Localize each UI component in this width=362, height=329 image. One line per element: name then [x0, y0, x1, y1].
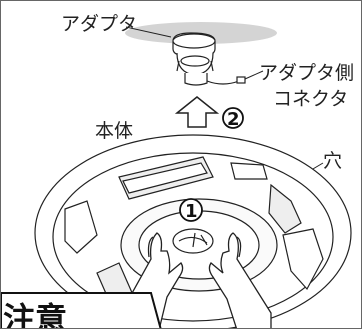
step-2-number: 2	[227, 109, 240, 130]
caution-box	[1, 292, 162, 328]
step-1-number: 1	[185, 201, 198, 222]
step-2-badge	[222, 107, 244, 129]
main-body-illustration	[34, 134, 352, 328]
step-1-badge	[179, 198, 203, 222]
adapter-illustration	[172, 32, 246, 86]
connector-leader-line	[244, 70, 264, 80]
body-label: 本体	[95, 120, 133, 142]
hole-label: 穴	[323, 150, 342, 172]
caution-label: 注意	[3, 300, 67, 329]
up-arrow-icon	[174, 96, 220, 128]
adapter-label: アダプタ	[61, 13, 137, 35]
adapter-leader-line	[125, 26, 172, 38]
adapter-connector-label-line2: コネクタ	[273, 88, 348, 110]
adapter-connector-label-line1: アダプタ側	[259, 62, 354, 84]
